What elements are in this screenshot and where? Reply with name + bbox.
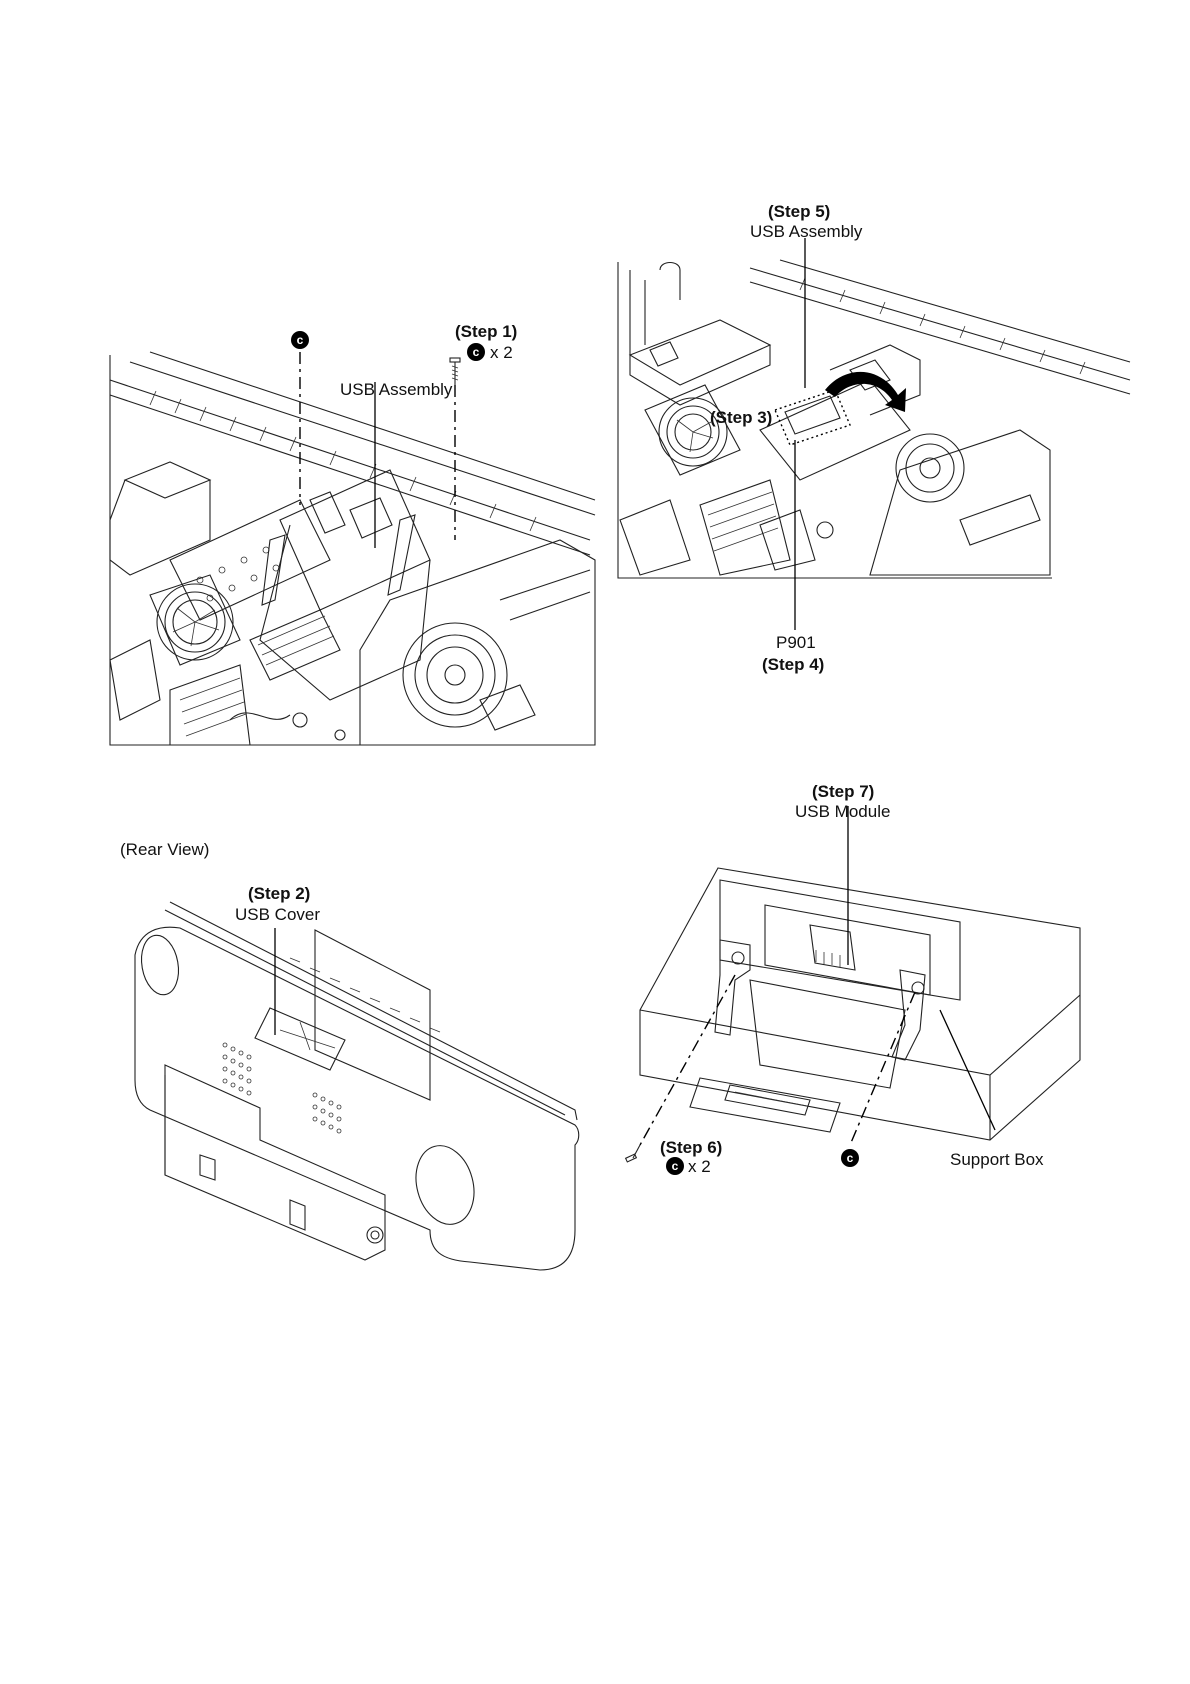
step6-qty: x 2 bbox=[688, 1157, 711, 1177]
usb-cover-shape bbox=[255, 1008, 345, 1070]
leader-support-box bbox=[940, 1010, 995, 1130]
c-screw-badge-icon: c bbox=[467, 343, 485, 361]
svg-text:c: c bbox=[672, 1159, 679, 1173]
step2-label: (Step 2) bbox=[248, 884, 310, 904]
usb-module-label: USB Module bbox=[795, 802, 890, 822]
step1-label: (Step 1) bbox=[455, 322, 517, 342]
screw-path-left bbox=[640, 975, 735, 1145]
svg-text:c: c bbox=[473, 345, 480, 359]
rear-view-label: (Rear View) bbox=[120, 840, 209, 860]
c-screw-badge-icon: c bbox=[666, 1157, 684, 1175]
support-box-label: Support Box bbox=[950, 1150, 1044, 1170]
step4-label: (Step 4) bbox=[762, 655, 824, 675]
svg-text:c: c bbox=[847, 1151, 854, 1165]
step3-label: (Step 3) bbox=[710, 408, 772, 428]
c-screw-badge-icon: c bbox=[841, 1149, 859, 1167]
screw-icon bbox=[626, 1145, 640, 1162]
step6-label: (Step 6) bbox=[660, 1138, 722, 1158]
usb-module-support-box-diagram: c c bbox=[600, 820, 1190, 1320]
p901-label: P901 bbox=[776, 633, 816, 653]
usb-assembly-top-diagram: c c bbox=[0, 0, 600, 800]
usb-assembly-label: USB Assembly bbox=[340, 380, 452, 400]
panel-step2: (Rear View) (Step 2) USB Cover bbox=[0, 830, 600, 1450]
c-screw-badge-icon: c bbox=[291, 331, 309, 349]
step5-label: (Step 5) bbox=[768, 202, 830, 222]
panel-step3-5: (Step 5) USB Assembly (Step 3) P901 (Ste… bbox=[600, 0, 1190, 800]
usb-assembly-label: USB Assembly bbox=[750, 222, 862, 242]
panel-step6-7: c c (Step 7) USB Module (Step 6) x 2 Sup… bbox=[600, 820, 1190, 1320]
usb-cover-label: USB Cover bbox=[235, 905, 320, 925]
support-box-shape bbox=[640, 868, 1080, 1140]
panel-step1: c c (Step 1) x 2 USB Assembly bbox=[0, 0, 600, 800]
svg-text:c: c bbox=[297, 333, 304, 347]
step7-label: (Step 7) bbox=[812, 782, 874, 802]
rotate-arrow-icon bbox=[825, 372, 906, 412]
usb-assembly-removal-diagram bbox=[600, 0, 1190, 800]
screw-path-right bbox=[850, 992, 915, 1145]
step1-qty: x 2 bbox=[490, 343, 513, 363]
